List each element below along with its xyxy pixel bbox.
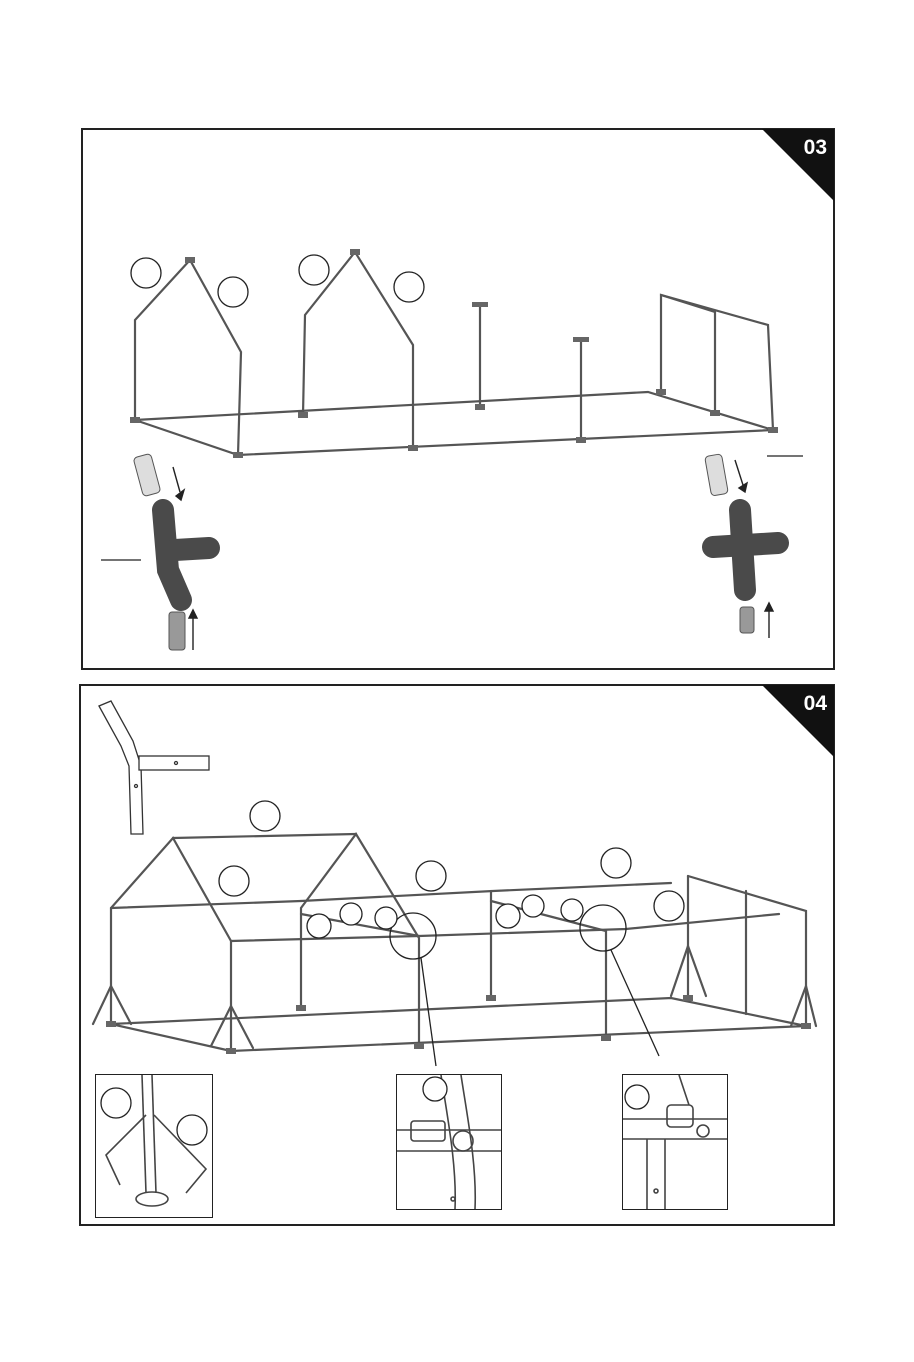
callout-circles bbox=[219, 801, 684, 938]
tee-connector-inset bbox=[622, 1074, 728, 1210]
step-03-panel: 03 bbox=[81, 128, 835, 670]
elbow-connector-detail bbox=[133, 453, 209, 650]
step-03-illustration bbox=[83, 130, 833, 668]
step-04-panel: 04 bbox=[79, 684, 835, 1226]
connector-clip-inset bbox=[396, 1074, 502, 1210]
callout-circles bbox=[131, 255, 424, 307]
elbow-detail bbox=[99, 701, 209, 834]
cross-connector-detail bbox=[705, 454, 778, 638]
foot-brace-inset bbox=[95, 1074, 213, 1218]
